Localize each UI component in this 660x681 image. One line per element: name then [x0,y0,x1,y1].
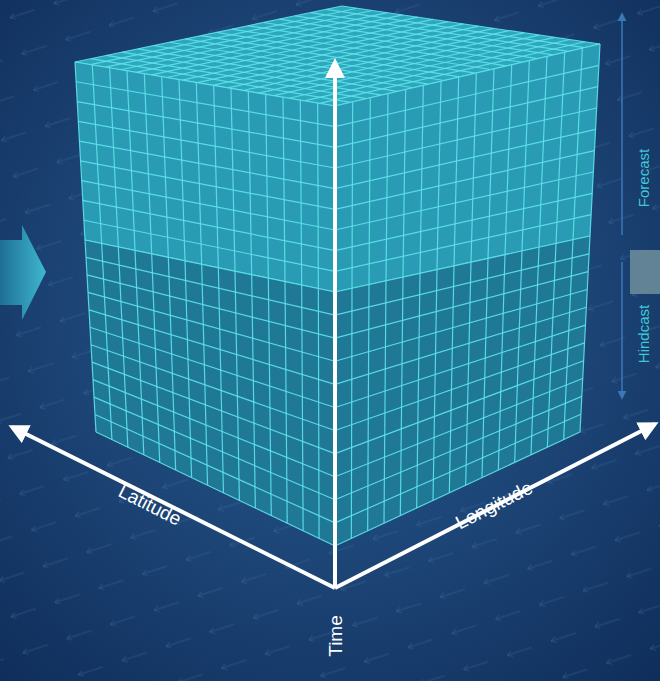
output-block [630,250,660,294]
latitude-axis [12,427,335,588]
hindcast-arrow [621,262,623,398]
period-label: Hindcast [636,305,651,363]
cube-left-hindcast [85,240,335,546]
input-arrow [0,225,46,320]
forecast-arrow [621,14,623,235]
cube-right-hindcast [335,236,590,546]
period-label: Forecast [636,149,651,207]
longitude-axis [335,424,655,588]
grid-cube [75,6,600,546]
axes [12,14,655,588]
axis-label: Time [326,615,345,657]
time-axis [333,62,337,588]
